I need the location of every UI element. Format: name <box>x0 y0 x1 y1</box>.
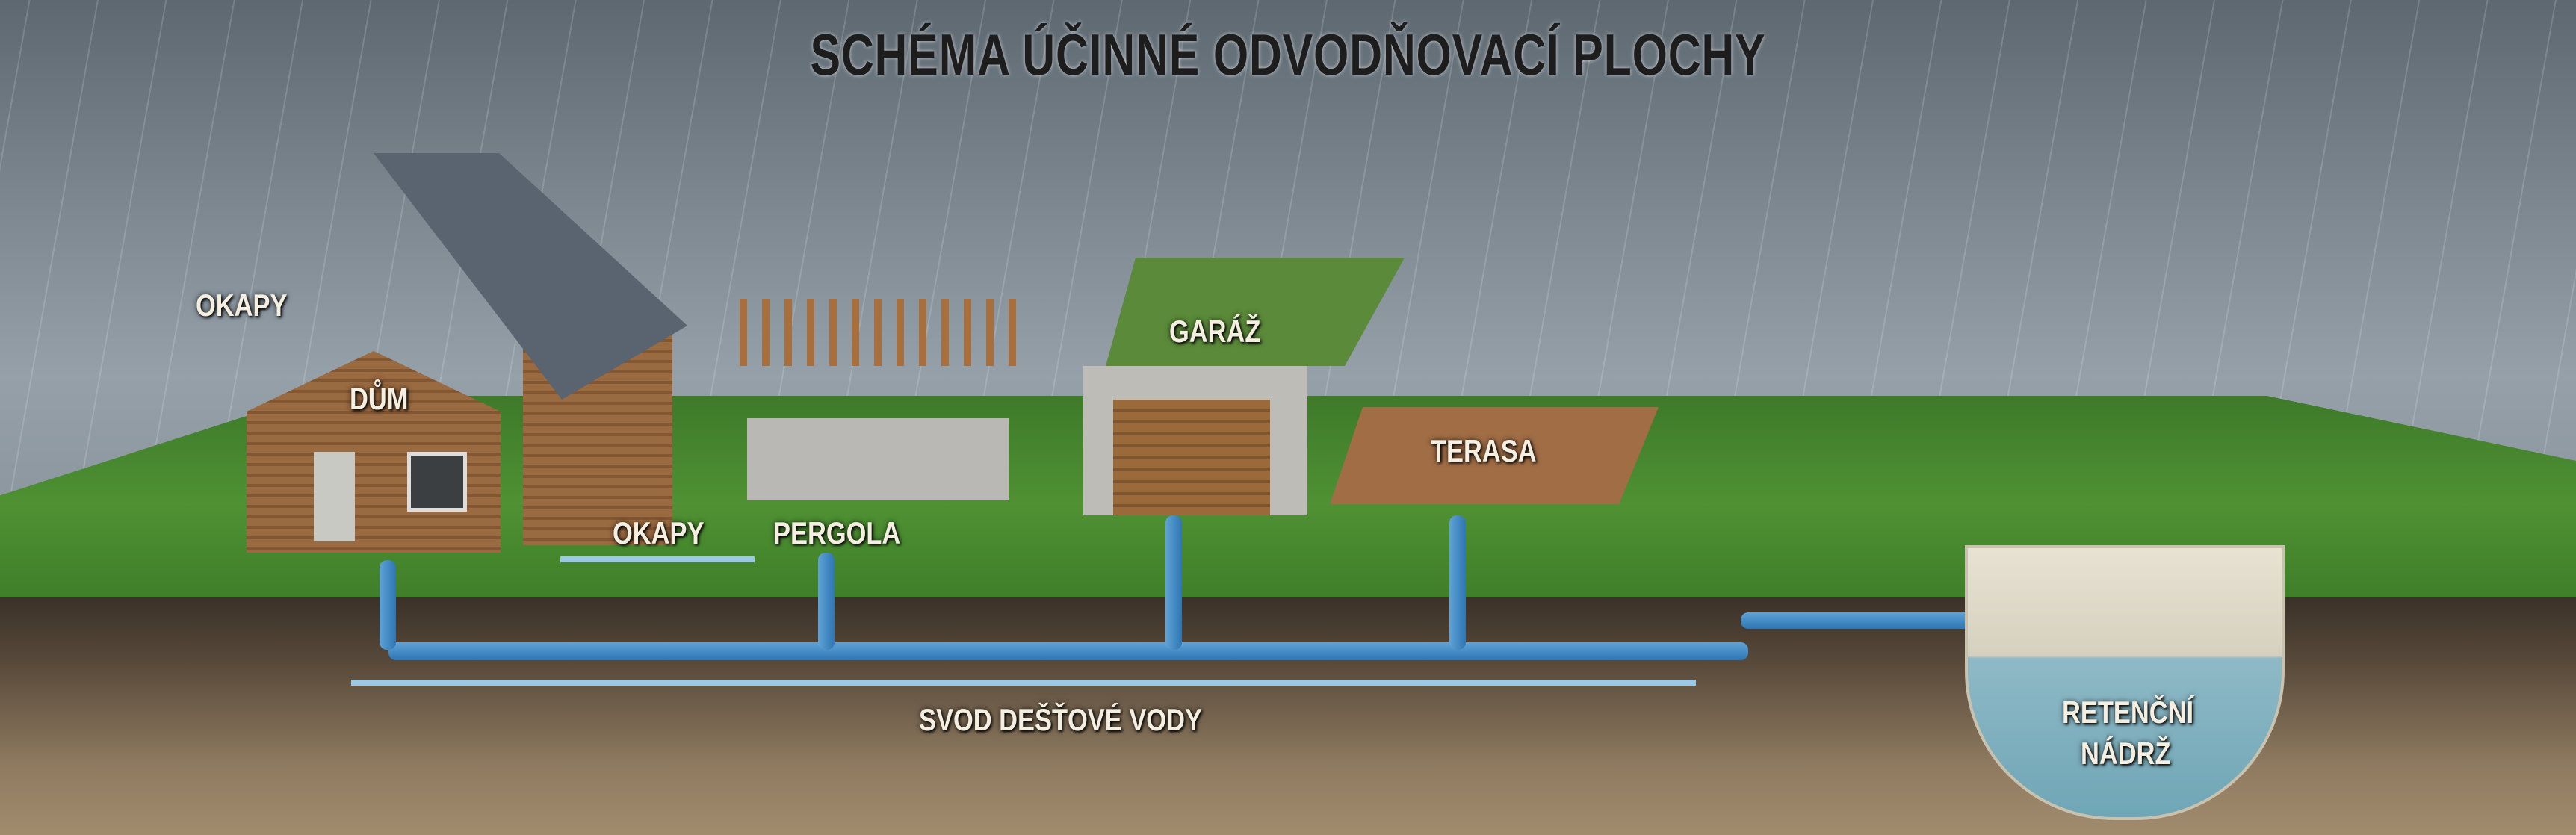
pergola-roof <box>740 299 1024 366</box>
pergola-downpipe <box>818 553 835 650</box>
garage-downpipe <box>1165 515 1182 650</box>
label-svod: SVOD DEŠŤOVÉ VODY <box>919 702 1202 737</box>
label-okapy-ground: OKAPY <box>613 515 705 550</box>
label-terasa: TERASA <box>1431 433 1537 468</box>
tank-inlet-pipe <box>1741 612 2010 629</box>
label-pergola: PERGOLA <box>773 515 901 550</box>
label-okapy-roof: OKAPY <box>196 288 288 323</box>
terrace-deck <box>1330 407 1659 504</box>
label-nadrz-1: RETENČNÍ <box>2062 695 2194 730</box>
label-dum: DŮM <box>350 381 409 416</box>
garage-door <box>1113 400 1270 515</box>
pergola-floor <box>747 418 1009 500</box>
retention-tank <box>1965 545 2285 820</box>
diagram-title: SCHÉMA ÚČINNÉ ODVODŇOVACÍ PLOCHY <box>810 22 1766 87</box>
main-drain-pipe <box>388 642 1748 660</box>
house-window <box>407 452 467 512</box>
label-nadrz-2: NÁDRŽ <box>2081 736 2171 771</box>
flow-arrow-svod <box>351 680 1696 686</box>
house-door <box>314 452 355 541</box>
terrace-downpipe <box>1449 515 1466 650</box>
house-downpipe <box>380 560 396 650</box>
label-garaz: GARÁŽ <box>1169 314 1261 349</box>
flow-arrow-okapy <box>560 556 755 562</box>
